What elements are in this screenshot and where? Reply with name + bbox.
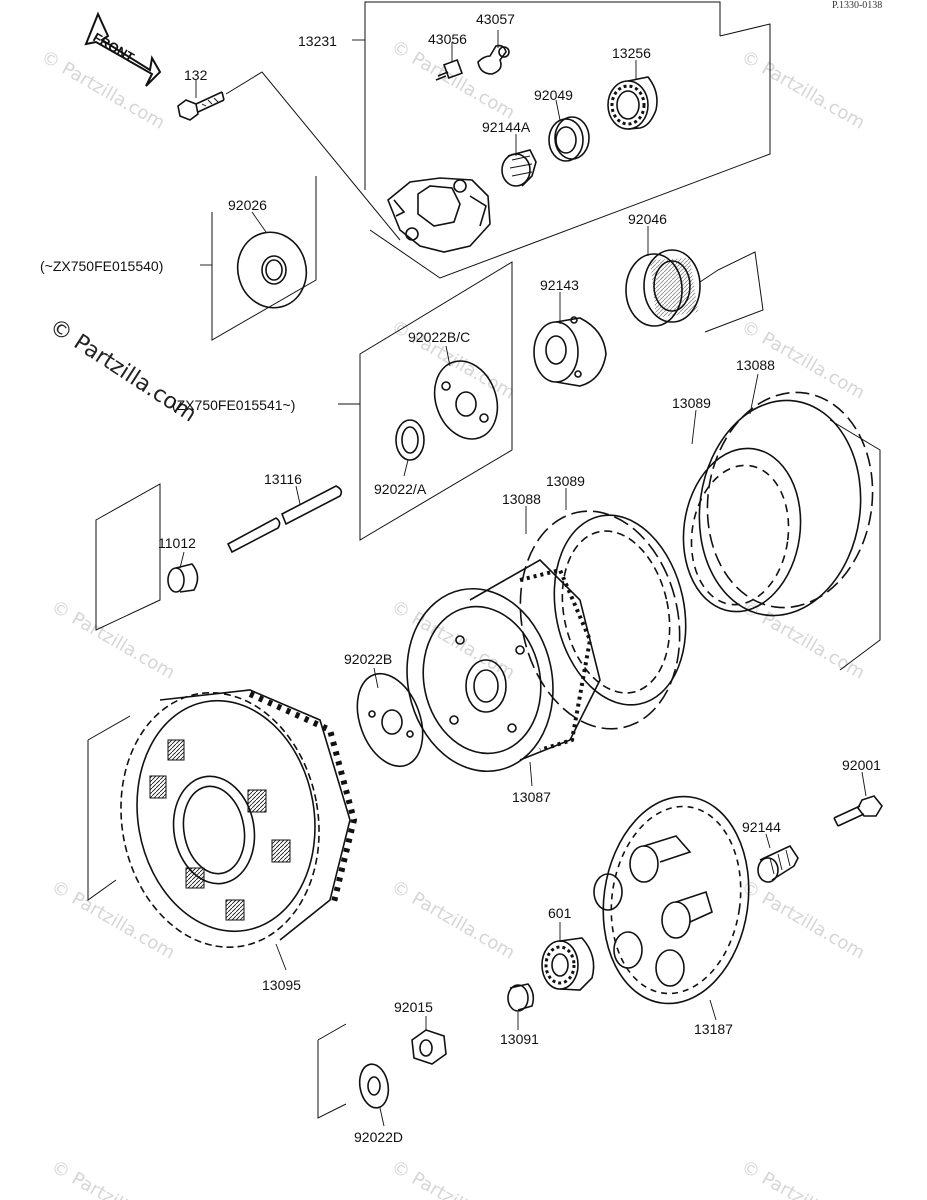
label-92022B: 92022B [344, 651, 392, 667]
release-body [387, 177, 491, 253]
nut-group [317, 1023, 447, 1119]
bearing-601 [541, 937, 595, 991]
group-bracket [369, 23, 771, 279]
spring-92144A [501, 149, 537, 187]
group-bracket [359, 261, 513, 541]
label-43056: 43056 [428, 31, 467, 47]
label-11012: 11012 [158, 535, 196, 551]
label-92001: 92001 [842, 757, 881, 773]
collar-92143 [533, 316, 607, 387]
label-92015: 92015 [394, 999, 433, 1015]
group-bracket [829, 419, 881, 671]
watermark: © Partzilla.com [38, 46, 169, 134]
label-13087: 13087 [512, 789, 551, 805]
bolt-92001 [833, 795, 883, 827]
label-601: 601 [548, 905, 572, 921]
watermark: © Partzilla.com [388, 36, 519, 124]
label-92143: 92143 [540, 277, 579, 293]
needle-bearing-92046 [625, 249, 764, 333]
label-92022A: 92022/A [374, 481, 427, 497]
screw-43056 [435, 59, 463, 81]
group-bracket [95, 483, 161, 631]
washer-92026-group [200, 176, 317, 341]
watermark: © Partzilla.com [388, 1156, 519, 1200]
group-bracket [364, 1, 721, 38]
watermark: © Partzilla.com [48, 876, 179, 964]
label-13116: 13116 [264, 471, 302, 487]
watermark: © Partzilla.com [738, 876, 869, 964]
plates-mid-group [519, 510, 687, 730]
watermark: © Partzilla.com [48, 1156, 179, 1200]
label-92022D: 92022D [354, 1129, 403, 1145]
label-13095: 13095 [262, 977, 301, 993]
release-assembly-group [352, 1, 771, 279]
plates-top-group [682, 391, 881, 671]
watermark: © Partzilla.com [738, 46, 869, 134]
label-13089-mid: 13089 [546, 473, 585, 489]
label-13088-mid: 13088 [502, 491, 541, 507]
front-label: FRONT [91, 30, 137, 65]
reference-code: P.1330-0138 [832, 0, 882, 11]
label-13089-top: 13089 [672, 395, 711, 411]
oil-seal-92049 [548, 116, 590, 162]
label-132: 132 [184, 67, 208, 83]
label-13091: 13091 [500, 1031, 539, 1047]
spring-92144 [757, 844, 799, 883]
label-92049: 92049 [534, 87, 573, 103]
clip-43057 [477, 44, 510, 75]
bolt-132 [177, 71, 401, 241]
pressure-plate-13187 [593, 795, 750, 1005]
label-13187: 13187 [694, 1021, 733, 1037]
watermark: © Partzilla.com [48, 596, 179, 684]
label-92022BC: 92022B/C [408, 329, 470, 345]
watermark: © Partzilla.com [388, 876, 519, 964]
pressure-plate-bosses [593, 835, 713, 987]
clutch-housing-13095 [87, 689, 358, 948]
label-13256: 13256 [612, 45, 651, 61]
washer-92022BC-group [338, 261, 513, 541]
group-bracket [87, 715, 131, 901]
label-serial-before: (~ZX750FE015540) [40, 258, 163, 274]
label-92144A: 92144A [482, 119, 531, 135]
label-92144: 92144 [742, 819, 781, 835]
watermark: © Partzilla.com [738, 1156, 869, 1200]
label-serial-after: (ZX750FE015541~) [172, 397, 295, 413]
leader-lines [179, 30, 867, 1127]
bearing-13256 [607, 76, 658, 130]
watermark: © Partzilla.com [738, 596, 869, 684]
clutch-hub-13087 [406, 559, 601, 773]
label-13088-top: 13088 [736, 357, 775, 373]
part-11012 [167, 563, 199, 593]
group-bracket [317, 1023, 347, 1119]
label-92026: 92026 [228, 197, 267, 213]
group-bracket [699, 251, 764, 333]
washer-92022B [356, 672, 424, 768]
group-bracket [211, 176, 317, 341]
label-43057: 43057 [476, 11, 515, 27]
label-92046: 92046 [628, 211, 667, 227]
part-labels: 13231 43057 43056 132 13256 92049 92144A… [40, 11, 881, 1145]
part-13091 [507, 983, 535, 1012]
watermarks: © Partzilla.com © Partzilla.com © Partzi… [38, 36, 869, 1200]
label-13231: 13231 [298, 33, 337, 49]
pushrod-13116 [226, 485, 343, 554]
